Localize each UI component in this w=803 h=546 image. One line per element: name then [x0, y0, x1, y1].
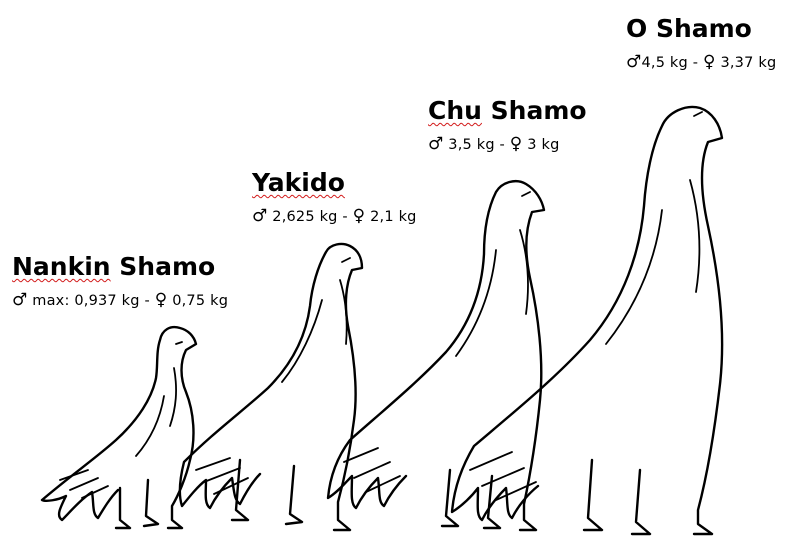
o-shamo-feathers — [469, 111, 703, 501]
nankin-shamo-silhouette — [40, 326, 198, 530]
chu-shamo-female-weight: 3 kg — [522, 137, 560, 153]
nankin-shamo-title-rest: Shamo — [110, 252, 216, 281]
male-symbol-icon: ♂ — [626, 52, 642, 72]
chu-shamo-title-rest: Shamo — [481, 96, 587, 125]
nankin-shamo-title-marked: Nankin — [12, 252, 111, 281]
nankin-shamo-outline — [40, 326, 198, 530]
yakido-weights: ♂ 2,625 kg - ♀ 2,1 kg — [252, 206, 417, 227]
yakido-outline — [178, 242, 364, 532]
chu-shamo-feathers — [343, 191, 531, 493]
yakido-male-weight: 2,625 kg - — [267, 209, 353, 225]
yakido-title-marked: Yakido — [252, 168, 345, 197]
o-shamo-title: O Shamo — [626, 14, 752, 44]
yakido-silhouette — [178, 242, 364, 532]
female-symbol-icon: ♀ — [702, 52, 716, 72]
o-shamo-title-rest: O Shamo — [626, 14, 752, 43]
o-shamo-male-weight: 4,5 kg - — [641, 55, 703, 71]
chu-shamo-weights: ♂ 3,5 kg - ♀ 3 kg — [428, 134, 560, 155]
female-symbol-icon: ♀ — [352, 206, 366, 226]
female-symbol-icon: ♀ — [154, 290, 168, 310]
male-symbol-icon: ♂ — [12, 290, 28, 310]
female-symbol-icon: ♀ — [509, 134, 523, 154]
o-shamo-female-weight: 3,37 kg — [715, 55, 777, 71]
chu-shamo-title: Chu Shamo — [428, 96, 587, 126]
nankin-shamo-weights: ♂ max: 0,937 kg - ♀ 0,75 kg — [12, 290, 228, 311]
yakido-title: Yakido — [252, 168, 345, 198]
o-shamo-silhouette — [450, 105, 724, 536]
nankin-shamo-female-weight: 0,75 kg — [167, 293, 229, 309]
male-symbol-icon: ♂ — [428, 134, 444, 154]
nankin-shamo-feathers — [59, 341, 183, 499]
chu-shamo-title-marked: Chu — [428, 96, 482, 125]
chu-shamo-male-weight: 3,5 kg - — [443, 137, 510, 153]
nankin-shamo-male-weight: max: 0,937 kg - — [27, 293, 155, 309]
yakido-feathers — [195, 257, 351, 495]
o-shamo-weights: ♂4,5 kg - ♀ 3,37 kg — [626, 52, 776, 73]
nankin-shamo-title: Nankin Shamo — [12, 252, 215, 282]
male-symbol-icon: ♂ — [252, 206, 268, 226]
chu-shamo-outline — [326, 180, 546, 532]
o-shamo-outline — [450, 105, 724, 536]
yakido-female-weight: 2,1 kg — [365, 209, 417, 225]
chu-shamo-silhouette — [326, 180, 546, 532]
